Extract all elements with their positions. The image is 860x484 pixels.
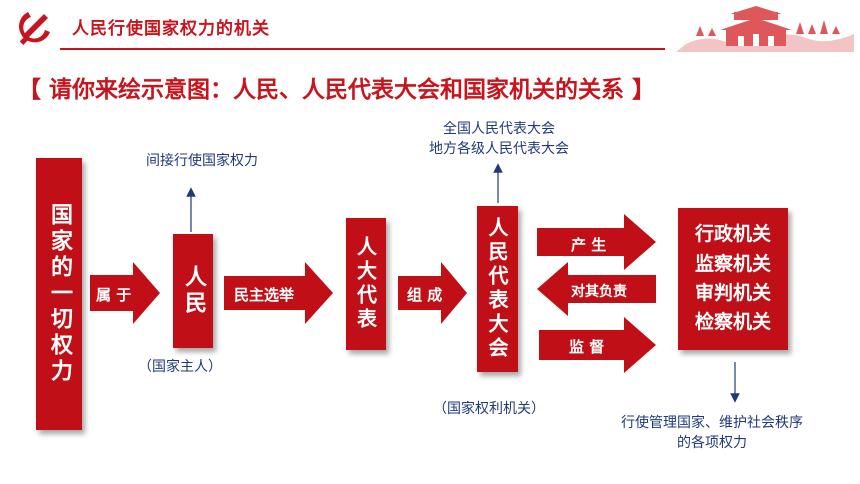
produce-label: 产 生 [571,236,607,254]
party-emblem-icon [19,12,50,45]
deputies-box: 人大代表 [346,218,386,350]
people-box: 人民 [173,234,213,348]
congress-level-national: 全国人民代表大会 [443,121,555,137]
congress-levels-note: 全国人民代表大会 地方各级人民代表大会 [424,118,574,158]
state-power-text: 国家的一切权力 [47,203,72,385]
belongs-arrow [90,262,160,324]
organ-supervisory: 监察机关 [694,252,771,275]
belongs-label: 属 于 [96,286,132,304]
compose-label: 组 成 [407,286,443,304]
organ-administrative: 行政机关 [694,223,771,246]
supervise-label: 监 督 [569,338,605,356]
congress-text: 人民代表大会 [485,217,509,361]
authority-note: （国家权利机关） [433,401,545,417]
organs-power-note: 行使管理国家、维护社会秩序 的各项权力 [594,412,830,452]
congress-level-local: 地方各级人民代表大会 [429,141,569,157]
election-arrow [224,262,333,324]
supervise-arrow [539,317,656,373]
header-title: 人民行使国家权力的机关 [72,19,270,39]
header-divider [60,48,665,50]
election-label: 民主选举 [234,286,295,304]
congress-box: 人民代表大会 [477,206,518,372]
indirect-power-note: 间接行使国家权力 [146,153,258,169]
organs-power-line-2: 的各项权力 [677,435,747,451]
people-text: 人民 [181,265,206,317]
responsible-label: 对其负责 [571,284,627,300]
organ-judicial: 审判机关 [694,282,771,304]
main-heading: 【 请你来绘示意图：人民、人民代表大会和国家机关的关系 】 [18,77,656,103]
state-power-box: 国家的一切权力 [36,158,82,430]
tiananmen-decoration-icon [676,6,854,52]
deputies-text: 人大代表 [353,236,378,332]
produce-arrow [537,214,656,270]
state-organs-box: 行政机关 监察机关 审判机关 检察机关 [678,208,788,350]
organs-power-line-1: 行使管理国家、维护社会秩序 [621,415,803,431]
master-note: （国家主人） [138,359,222,375]
compose-arrow [398,262,467,324]
organ-procuratorial: 检察机关 [694,311,771,334]
responsible-arrow [537,262,656,316]
